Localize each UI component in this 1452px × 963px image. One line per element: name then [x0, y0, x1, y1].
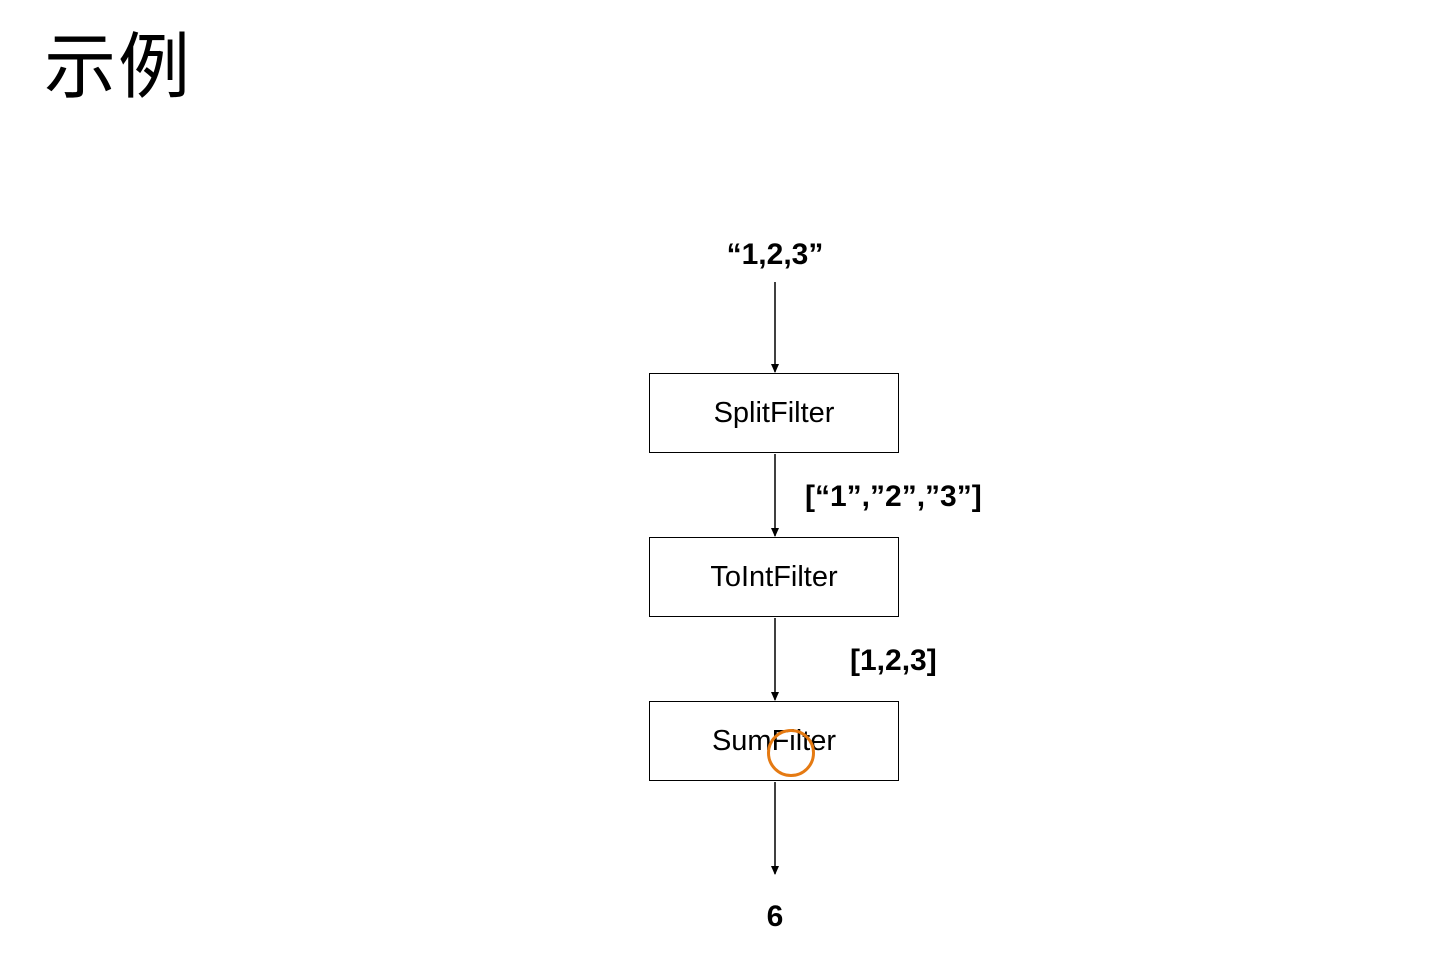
output-value-label: 6: [766, 900, 784, 933]
split-filter-label: SplitFilter: [713, 397, 835, 429]
slide-title: 示例: [44, 25, 193, 109]
split-filter-node[interactable]: SplitFilter: [649, 373, 899, 453]
sum-filter-node[interactable]: SumFilter: [649, 701, 899, 781]
toint-filter-label: ToIntFilter: [710, 561, 838, 593]
input-value-label: “1,2,3”: [726, 238, 824, 271]
string-array-edge-label: [“1”,”2”,”3”]: [805, 480, 982, 513]
toint-filter-node[interactable]: ToIntFilter: [649, 537, 899, 617]
sum-filter-label: SumFilter: [711, 725, 837, 757]
int-array-edge-label: [1,2,3]: [850, 644, 937, 677]
